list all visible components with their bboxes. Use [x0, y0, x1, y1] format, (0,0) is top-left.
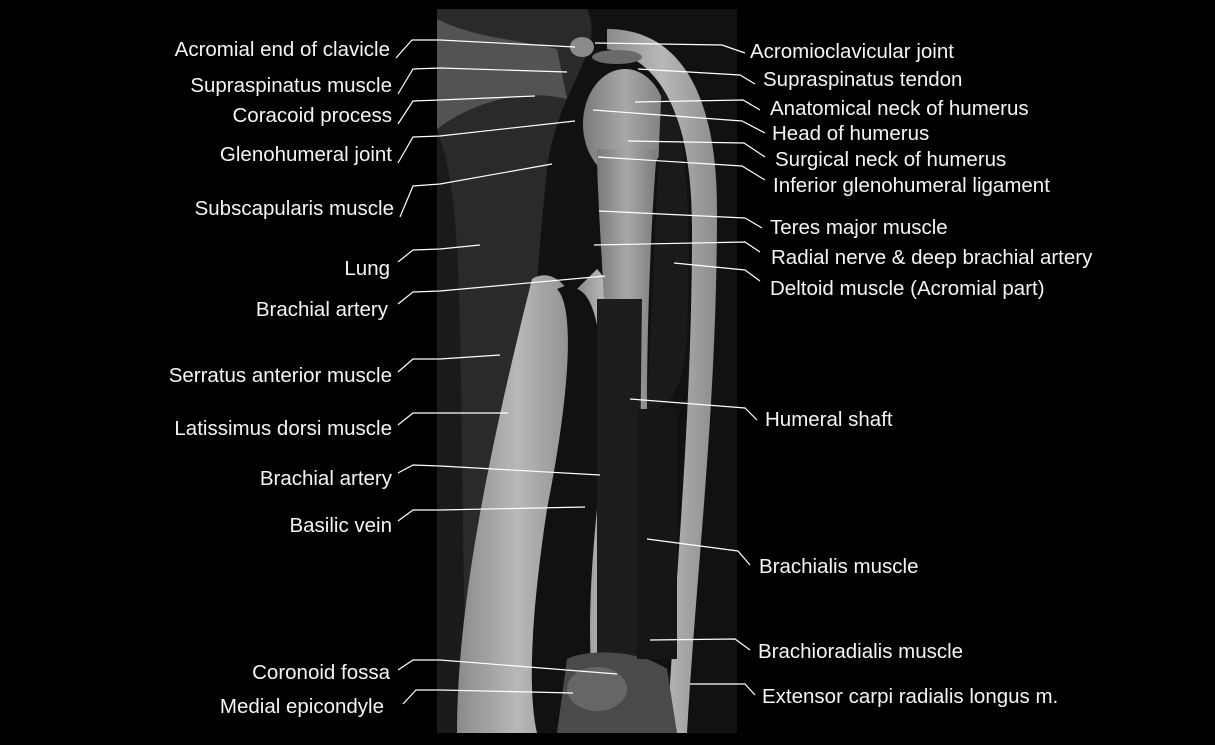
label-serratus-anterior-muscle: Serratus anterior muscle	[168, 364, 392, 387]
label-anatomical-neck-of-humerus: Anatomical neck of humerus	[770, 97, 1029, 120]
label-teres-major-muscle: Teres major muscle	[770, 216, 948, 239]
label-deltoid-muscle-acromial-part: Deltoid muscle (Acromial part)	[770, 277, 1045, 300]
label-inferior-glenohumeral-ligament: Inferior glenohumeral ligament	[773, 174, 1050, 197]
label-humeral-shaft: Humeral shaft	[765, 408, 893, 431]
label-glenohumeral-joint: Glenohumeral joint	[219, 143, 392, 166]
label-brachialis-muscle: Brachialis muscle	[759, 555, 919, 578]
label-acromial-end-of-clavicle: Acromial end of clavicle	[174, 38, 390, 61]
label-basilic-vein: Basilic vein	[289, 514, 392, 537]
label-brachioradialis-muscle: Brachioradialis muscle	[758, 640, 964, 663]
label-coracoid-process: Coracoid process	[232, 104, 392, 127]
label-surgical-neck-of-humerus: Surgical neck of humerus	[775, 148, 1007, 171]
label-medial-epicondyle: Medial epicondyle	[219, 695, 384, 718]
label-subscapularis-muscle: Subscapularis muscle	[194, 197, 394, 220]
label-supraspinatus-tendon: Supraspinatus tendon	[763, 68, 963, 91]
mri-image	[437, 9, 737, 733]
label-latissimus-dorsi-muscle: Latissimus dorsi muscle	[174, 417, 392, 440]
label-lung: Lung	[344, 257, 390, 280]
label-supraspinatus-muscle: Supraspinatus muscle	[190, 74, 392, 97]
label-extensor-carpi-radialis-longus-m: Extensor carpi radialis longus m.	[762, 685, 1059, 708]
label-head-of-humerus: Head of humerus	[772, 122, 930, 145]
label-radial-nerve-deep-brachial-artery: Radial nerve & deep brachial artery	[771, 246, 1093, 269]
label-brachial-artery: Brachial artery	[255, 298, 388, 321]
mri-arm-illustration	[437, 9, 737, 733]
label-acromioclavicular-joint: Acromioclavicular joint	[750, 40, 954, 63]
label-coronoid-fossa: Coronoid fossa	[252, 661, 390, 684]
label-brachial-artery: Brachial artery	[259, 467, 392, 490]
